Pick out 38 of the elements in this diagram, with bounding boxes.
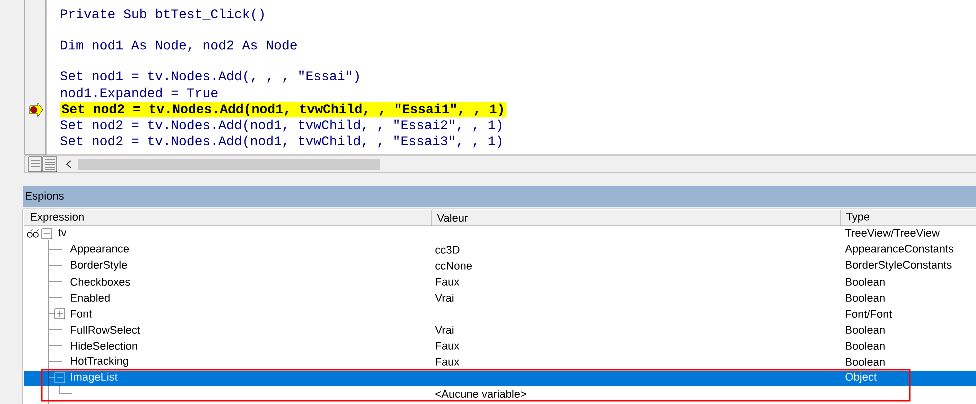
table-cell: HotTracking: [71, 356, 128, 368]
column-header: Valeur: [437, 214, 468, 222]
table-cell: Faux: [436, 342, 460, 350]
table-cell: Boolean: [846, 358, 885, 366]
table-cell: Font/Font: [846, 310, 892, 318]
table-cell: FullRowSelect: [71, 326, 140, 334]
table-cell: Font: [71, 310, 92, 318]
panel-title: Espions: [26, 192, 64, 202]
column-header: Type: [846, 213, 870, 223]
table-cell: BorderStyleConstants: [846, 260, 952, 272]
table-cell: Checkboxes: [70, 278, 130, 286]
table-cell: Faux: [436, 358, 460, 366]
table-cell: BorderStyle: [71, 260, 128, 272]
table-cell: Boolean: [846, 326, 885, 334]
selected-table-cell: ImageList: [71, 372, 118, 384]
column-header: Expression: [31, 212, 84, 224]
code-line: Dim nod1 As Node, nod2 As Node: [61, 40, 297, 52]
table-cell: Vrai: [435, 326, 454, 334]
table-cell: Faux: [436, 278, 460, 286]
table-cell: tv: [58, 229, 67, 237]
selected-table-cell: Object: [846, 372, 877, 384]
table-cell: Appearance: [70, 245, 130, 255]
table-cell: Vrai: [435, 294, 454, 302]
table-cell: cc3D: [436, 246, 460, 254]
table-cell: Boolean: [846, 278, 885, 286]
table-cell: TreeView/TreeView: [845, 228, 940, 238]
table-cell: Boolean: [846, 294, 885, 302]
code-line: Set nod2 = tv.Nodes.Add(nod1, tvwChild, , "Essai3", , 1): [60, 136, 502, 148]
table-cell: Boolean: [846, 342, 885, 350]
table-cell: Enabled: [71, 294, 110, 302]
table-cell: <Aucune variable>: [436, 390, 526, 398]
code-line: nod1.Expanded = True: [61, 88, 218, 100]
table-cell: HideSelection: [71, 342, 138, 350]
table-cell: AppearanceConstants: [845, 245, 954, 255]
code-line: Set nod1 = tv.Nodes.Add(, , , "Essai"): [60, 70, 359, 84]
table-cell: ccNone: [436, 262, 472, 270]
code-line: Private Sub btTest_Click(): [61, 8, 264, 22]
code-line: Set nod2 = tv.Nodes.Add(nod1, tvwChild, , "Essai2", , 1): [60, 120, 502, 132]
